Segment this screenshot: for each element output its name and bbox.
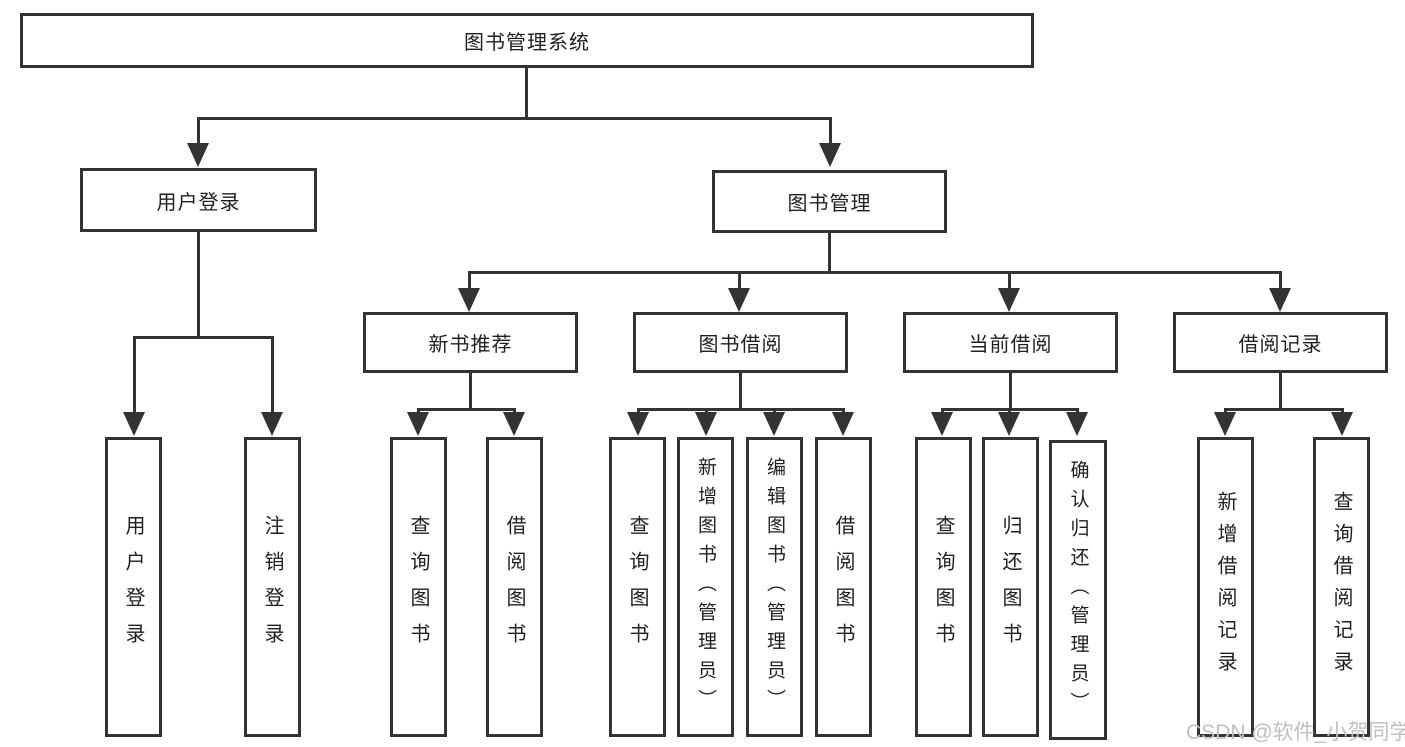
leaf-label: 查询图书 bbox=[932, 515, 954, 659]
arrow-down bbox=[407, 412, 429, 436]
line-level2-rail bbox=[197, 117, 831, 120]
leaf-borrow-books-recommend: 借阅图书 bbox=[486, 437, 543, 737]
node-new-book-recommend: 新书推荐 bbox=[363, 312, 578, 373]
arrow-down bbox=[931, 412, 953, 436]
line-drop bbox=[197, 117, 200, 145]
arrow-down bbox=[695, 412, 717, 436]
arrow-down bbox=[998, 412, 1020, 436]
leaf-query-books-current: 查询图书 bbox=[915, 437, 972, 737]
leaf-label: 用户登录 bbox=[122, 515, 144, 659]
arrow-down bbox=[458, 288, 480, 312]
line-group-rail bbox=[417, 408, 516, 411]
node-label: 图书借阅 bbox=[698, 334, 783, 356]
leaf-label: 借阅图书 bbox=[832, 515, 854, 659]
csdn-watermark: CSDN @软件_小贺同学 bbox=[1186, 721, 1405, 744]
node-label: 借阅记录 bbox=[1238, 334, 1323, 356]
arrow-down bbox=[1066, 412, 1088, 436]
line-group-stem bbox=[469, 373, 472, 409]
line-group-stem bbox=[739, 373, 742, 409]
leaf-edit-books-admin: 编辑图书（管理员） bbox=[746, 437, 803, 737]
arrow-down bbox=[819, 143, 841, 167]
leaf-label: 新增图书（管理员） bbox=[695, 456, 716, 718]
line-drop bbox=[1279, 271, 1282, 293]
leaf-label: 编辑图书（管理员） bbox=[764, 456, 785, 718]
leaf-borrow-books: 借阅图书 bbox=[815, 437, 872, 737]
line-level3-rail bbox=[468, 271, 1281, 274]
line-user-login-stem bbox=[197, 232, 200, 337]
leaf-label: 新增借阅记录 bbox=[1214, 491, 1236, 683]
arrow-down bbox=[261, 412, 283, 436]
leaf-query-borrow-record: 查询借阅记录 bbox=[1313, 437, 1370, 737]
arrow-down bbox=[627, 412, 649, 436]
arrow-down bbox=[1331, 412, 1353, 436]
line-drop bbox=[133, 336, 136, 416]
line-group-stem bbox=[1009, 373, 1012, 409]
leaf-label: 借阅图书 bbox=[503, 515, 525, 659]
line-drop bbox=[829, 117, 832, 145]
leaf-return-books: 归还图书 bbox=[982, 437, 1039, 737]
arrow-down bbox=[763, 412, 785, 436]
leaf-logout: 注销登录 bbox=[244, 437, 301, 737]
leaf-add-books-admin: 新增图书（管理员） bbox=[677, 437, 734, 737]
leaf-confirm-return-admin: 确认归还（管理员） bbox=[1049, 440, 1107, 740]
node-current-borrow: 当前借阅 bbox=[903, 312, 1118, 373]
arrow-down bbox=[503, 412, 525, 436]
node-user-login: 用户登录 bbox=[80, 168, 317, 232]
line-group-stem bbox=[1279, 373, 1282, 409]
leaf-label: 确认归还（管理员） bbox=[1067, 459, 1089, 721]
line-group-rail bbox=[1224, 408, 1343, 411]
leaf-label: 查询借阅记录 bbox=[1330, 491, 1352, 683]
leaf-label: 查询图书 bbox=[407, 515, 429, 659]
line-drop bbox=[1008, 271, 1011, 293]
node-borrow-records: 借阅记录 bbox=[1173, 312, 1388, 373]
node-book-management: 图书管理 bbox=[712, 170, 947, 233]
arrow-down bbox=[1214, 412, 1236, 436]
node-label: 当前借阅 bbox=[968, 334, 1053, 356]
arrow-down bbox=[998, 288, 1020, 312]
node-label: 用户登录 bbox=[156, 191, 241, 214]
line-user-login-rail bbox=[133, 336, 274, 339]
leaf-user-login: 用户登录 bbox=[105, 437, 162, 737]
line-book-mgmt-stem bbox=[828, 233, 831, 272]
line-group-rail bbox=[637, 408, 845, 411]
node-library-system: 图书管理系统 bbox=[20, 13, 1034, 68]
line-drop bbox=[271, 336, 274, 416]
line-drop bbox=[738, 271, 741, 293]
node-book-borrow: 图书借阅 bbox=[633, 312, 848, 373]
line-root-stem bbox=[525, 68, 528, 118]
leaf-query-books-recommend: 查询图书 bbox=[390, 437, 447, 737]
arrow-down bbox=[728, 288, 750, 312]
arrow-down bbox=[187, 143, 209, 167]
arrow-down bbox=[1269, 288, 1291, 312]
leaf-label: 注销登录 bbox=[261, 515, 283, 659]
arrow-down bbox=[832, 412, 854, 436]
arrow-down bbox=[123, 412, 145, 436]
node-label: 图书管理系统 bbox=[464, 32, 590, 54]
line-drop bbox=[468, 271, 471, 293]
leaf-label: 查询图书 bbox=[626, 515, 648, 659]
leaf-query-books-borrow: 查询图书 bbox=[609, 437, 666, 737]
leaf-add-borrow-record: 新增借阅记录 bbox=[1197, 437, 1254, 737]
node-label: 图书管理 bbox=[787, 193, 872, 215]
node-label: 新书推荐 bbox=[428, 334, 513, 356]
leaf-label: 归还图书 bbox=[999, 515, 1021, 659]
